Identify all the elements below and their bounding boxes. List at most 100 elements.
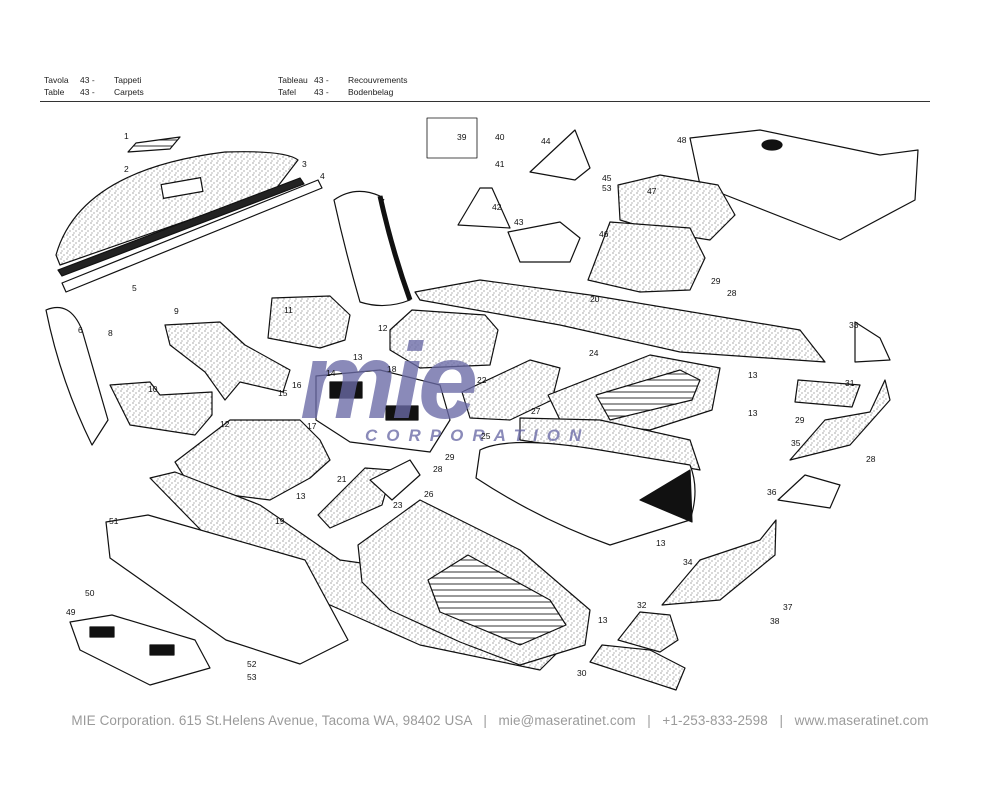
callout-34: 34 [683,557,693,567]
footer: MIE Corporation. 615 St.Helens Avenue, T… [0,713,1000,728]
watermark-sub-text: CORPORATION [365,426,590,445]
part-14-slot-b [385,405,419,421]
part-34-mat [661,519,777,606]
callout-13: 13 [353,352,363,362]
watermark-logo-text: mie [300,320,476,441]
callout-53: 53 [602,183,612,193]
callout-3: 3 [302,159,307,169]
callout-20: 20 [590,294,600,304]
callout-25: 25 [481,431,491,441]
callout-13: 13 [296,491,306,501]
callout-16: 16 [292,380,302,390]
footer-sep-3: | [779,713,784,728]
part-1-grille [127,136,181,153]
callout-29: 29 [711,276,721,286]
callout-31: 31 [845,378,855,388]
footer-phone: +1-253-833-2598 [662,713,768,728]
part-7-edge [377,195,413,301]
callout-53: 53 [247,672,257,682]
part-36-plate [777,474,841,509]
callout-12: 12 [378,323,388,333]
callout-4: 4 [320,171,325,181]
part-25-hump [475,441,696,546]
part-22-mat [461,359,561,421]
callout-8: 8 [108,328,113,338]
part-44-boot [529,129,591,181]
callout-33: 33 [849,320,859,330]
callout-40: 40 [495,132,505,142]
part-48-hole [761,139,783,151]
watermark-logo: mie CORPORATION [300,320,590,445]
part-35-mat [789,379,891,461]
callout-51: 51 [109,516,119,526]
part-4-strip [61,179,323,293]
callout-23: 23 [393,500,403,510]
part-14-slot-a [329,381,363,399]
callout-13: 13 [748,370,758,380]
part-10-mat [109,381,213,436]
callout-36: 36 [767,487,777,497]
callout-15: 15 [278,388,288,398]
callout-47: 47 [647,186,657,196]
callout-17: 17 [307,421,317,431]
callout-46: 46 [599,229,609,239]
part-27-strip [519,417,701,471]
callout-44: 44 [541,136,551,146]
callout-13: 13 [748,408,758,418]
part-43-cover [507,221,581,263]
callout-12: 12 [220,419,230,429]
callout-42: 42 [492,202,502,212]
footer-sep-1: | [483,713,487,728]
part-49-pocket-a [89,626,115,638]
part-49-pocket-b [149,644,175,656]
callout-50: 50 [85,588,95,598]
part-2-cutout [160,177,204,199]
callout-29: 29 [445,452,455,462]
footer-company: MIE Corporation. 615 St.Helens Avenue, T… [71,713,472,728]
callout-24: 24 [589,348,599,358]
callout-10: 10 [148,384,158,394]
part-20-strip [414,279,826,363]
part-42-boot [457,187,511,229]
part-25-shadow [639,469,693,523]
part-24-ribbed-area [595,369,701,421]
header-divider [40,101,930,102]
callout-19: 19 [275,516,285,526]
callout-18: 18 [387,364,397,374]
part-9-mat [164,321,291,401]
callout-41: 41 [495,159,505,169]
callout-21: 21 [337,474,347,484]
part-51-sill [105,514,349,665]
callout-32: 32 [637,600,647,610]
callout-5: 5 [132,283,137,293]
part-26-ribbed-area [427,554,567,646]
callout-37: 37 [783,602,793,612]
callout-52: 52 [247,659,257,669]
part-2-rear-shelf [55,151,299,266]
callout-7: 7 [380,197,385,207]
callout-22: 22 [477,375,487,385]
part-6-side-panel [45,306,109,446]
callout-29: 29 [795,415,805,425]
callout-35: 35 [791,438,801,448]
callout-6: 6 [78,325,83,335]
callout-28: 28 [433,464,443,474]
callout-27: 27 [531,406,541,416]
callout-14: 14 [326,368,336,378]
part-39-frame [426,117,478,159]
footer-email[interactable]: mie@maseratinet.com [498,713,636,728]
callout-49: 49 [66,607,76,617]
part-32-mat [617,611,679,653]
callout-39: 39 [457,132,467,142]
part-46-panel [587,221,706,293]
part-3-strip [57,177,305,277]
part-shapes [45,117,919,691]
callout-13: 13 [656,538,666,548]
part-33-bracket [854,321,891,363]
footer-website[interactable]: www.maseratinet.com [794,713,929,728]
